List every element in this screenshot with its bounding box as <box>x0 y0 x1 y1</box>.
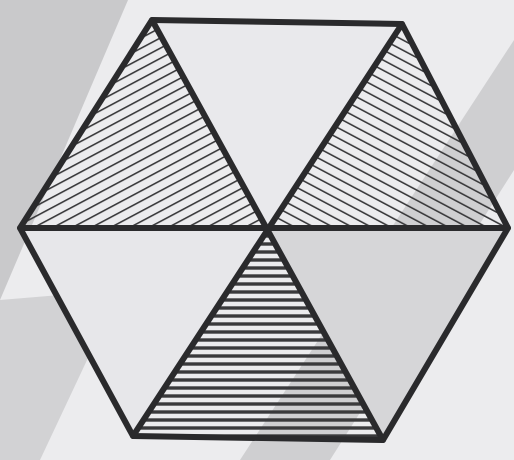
hexagon-diagram <box>0 0 514 460</box>
drawing-canvas <box>0 0 514 460</box>
